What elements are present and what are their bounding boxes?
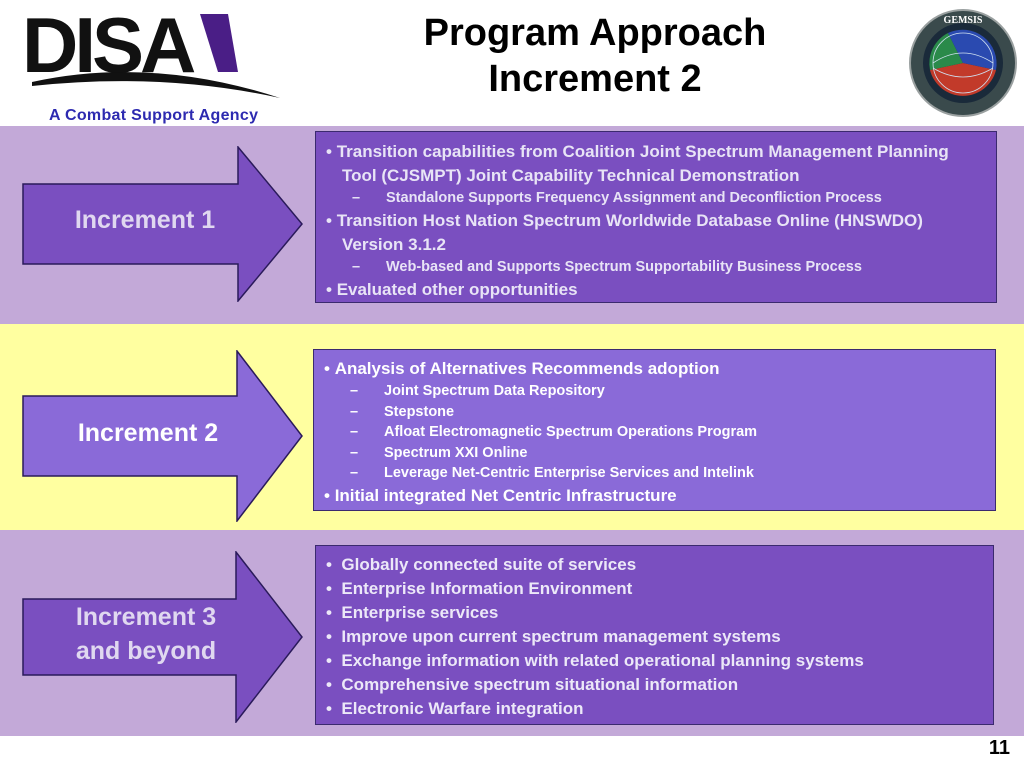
arrow-label-increment-1: Increment 1 bbox=[74, 206, 216, 234]
sub-bullet-item: –Afloat Electromagnetic Spectrum Operati… bbox=[350, 424, 758, 440]
arrow-increment-1 bbox=[22, 146, 303, 302]
bullet-item: • Comprehensive spectrum situational inf… bbox=[326, 675, 739, 694]
disa-logo-graphic: DISA bbox=[22, 6, 280, 98]
sub-bullet-item: –Web-based and Supports Spectrum Support… bbox=[352, 259, 862, 275]
logo-swoosh bbox=[32, 72, 280, 98]
sub-bullet-item: –Joint Spectrum Data Repository bbox=[350, 383, 605, 399]
gemsis-seal: GEMSIS bbox=[908, 8, 1018, 118]
bullet-item: • Transition Host Nation Spectrum Worldw… bbox=[326, 211, 923, 254]
bullet-item: • Enterprise services bbox=[326, 603, 499, 622]
seal-graphic: GEMSIS bbox=[909, 9, 1017, 117]
sub-bullet-item: –Standalone Supports Frequency Assignmen… bbox=[352, 190, 882, 206]
bullet-item: • Initial integrated Net Centric Infrast… bbox=[324, 485, 677, 505]
arrow-label-increment-2: Increment 2 bbox=[77, 419, 219, 447]
page-title: Program Approach Increment 2 bbox=[340, 10, 850, 102]
title-line-2: Increment 2 bbox=[488, 58, 702, 100]
arrow-label-3-line-2: and beyond bbox=[75, 637, 217, 665]
bullet-item: • Exchange information with related oper… bbox=[326, 651, 864, 670]
title-line-1: Program Approach bbox=[423, 12, 767, 54]
increment-3-details: • Globally connected suite of services •… bbox=[315, 545, 994, 725]
bullet-item: • Electronic Warfare integration bbox=[326, 699, 584, 718]
arrow-increment-2 bbox=[22, 350, 303, 522]
bullet-item: • Globally connected suite of services bbox=[326, 555, 637, 574]
disa-logo: DISA A Combat Support Agency bbox=[22, 6, 284, 124]
sub-bullet-item: –Stepstone bbox=[350, 403, 455, 420]
bullet-item: • Transition capabilities from Coalition… bbox=[326, 142, 949, 185]
logo-accent bbox=[200, 14, 238, 72]
increment-2-details: • Analysis of Alternatives Recommends ad… bbox=[313, 349, 996, 511]
arrow-increment-3 bbox=[22, 551, 303, 723]
arrow-label-increment-3: Increment 3 and beyond bbox=[40, 600, 252, 668]
increment-1-details: • Transition capabilities from Coalition… bbox=[315, 131, 997, 303]
bullet-item: • Evaluated other opportunities bbox=[326, 280, 578, 299]
arrow-label-3-line-1: Increment 3 bbox=[75, 603, 217, 631]
sub-bullet-item: –Leverage Net-Centric Enterprise Service… bbox=[350, 465, 754, 481]
seal-text: GEMSIS bbox=[944, 15, 983, 26]
bullet-item: • Improve upon current spectrum manageme… bbox=[326, 627, 781, 646]
page-number: 11 bbox=[988, 737, 1010, 759]
bullet-item: • Enterprise Information Environment bbox=[326, 579, 633, 598]
sub-bullet-item: –Spectrum XXI Online bbox=[350, 444, 528, 461]
bullet-item: • Analysis of Alternatives Recommends ad… bbox=[324, 359, 720, 378]
tagline: A Combat Support Agency bbox=[49, 107, 259, 124]
